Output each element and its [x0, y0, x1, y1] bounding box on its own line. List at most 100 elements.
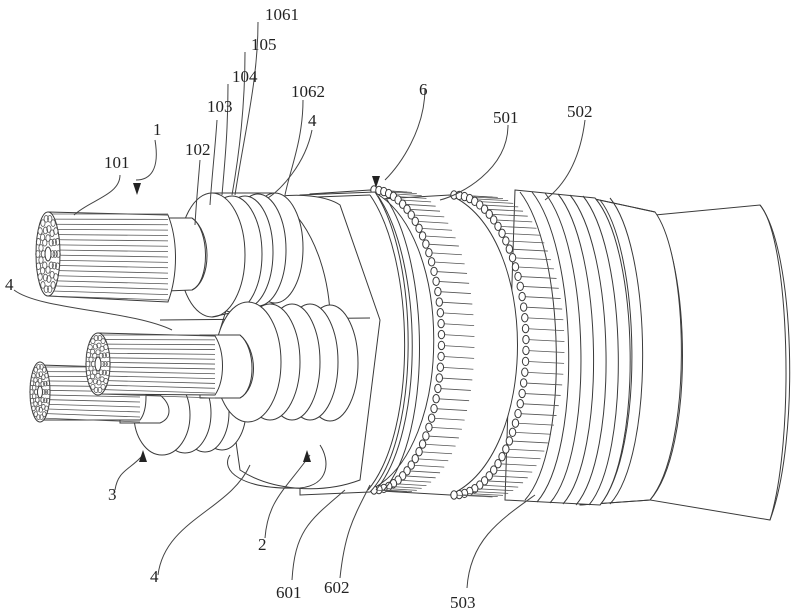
core-1-strand: [47, 223, 169, 226]
core-2-strand-end: [96, 379, 102, 386]
armor-601-wire: [407, 208, 441, 212]
armor-601-wire-end: [434, 383, 442, 394]
core-2-strand: [97, 343, 216, 346]
core-1-strand-end: [43, 285, 49, 293]
core-3-strand-end: [40, 381, 45, 387]
armor-602-wire-end: [516, 281, 524, 292]
armor-602-wire-end: [519, 302, 528, 312]
core-2-strand-end: [92, 343, 99, 350]
armor-602-wire-end: [518, 291, 526, 302]
armor-601-wire-end: [422, 239, 430, 249]
armor-602-wire: [509, 440, 548, 444]
armor-602-wire: [505, 240, 545, 244]
armor-602-wire: [497, 225, 537, 229]
armor-601-wire-end: [425, 422, 433, 432]
core-2-strand-end: [88, 356, 94, 363]
armor-601-wire-end: [436, 308, 445, 318]
core-3-strand-end: [43, 397, 48, 404]
armor-601-wire-end: [403, 204, 411, 214]
core-1-strand-end: [43, 215, 49, 223]
core-2-strand-end: [95, 349, 101, 356]
armor-601-wire-end: [407, 460, 415, 470]
armor-602-wire-end: [519, 378, 528, 388]
core-3-strand: [39, 412, 141, 418]
armor-601-wire-end: [430, 266, 438, 277]
armor-602-wire: [493, 219, 533, 223]
core-3-strand-end: [46, 389, 51, 395]
armor-602-wire: [474, 488, 514, 492]
label-3: 3: [108, 485, 117, 504]
core-1-strand-end: [38, 244, 44, 252]
core-2-strand-end: [87, 344, 93, 350]
armor-602-wire: [525, 339, 565, 342]
armor-602-wire-end: [521, 367, 529, 377]
armor-601-wire-end: [422, 431, 430, 441]
label-1061: 1061: [265, 5, 299, 24]
core-1-strand: [47, 264, 169, 269]
label-601: 601: [276, 583, 302, 602]
armor-601-wire: [415, 458, 449, 462]
label-102: 102: [185, 140, 211, 159]
core-2-strand-end: [101, 352, 107, 359]
core-2-strand-end: [92, 352, 98, 359]
core-2-strand-end: [95, 372, 101, 379]
core-3-strand-end: [31, 393, 37, 400]
core-1-strand: [47, 275, 169, 279]
core-2-strand: [97, 389, 216, 394]
armor-601-wire: [398, 479, 432, 483]
arrow-6-icon: [372, 176, 380, 188]
armor-602-wire-end: [508, 427, 517, 437]
core-1-strand-end: [45, 234, 51, 242]
armor-602-wire: [464, 493, 504, 496]
core-2-strand: [97, 357, 216, 360]
armor-601-wire-end: [418, 231, 427, 241]
arrow-icons: [133, 176, 380, 462]
armor-601-wire-end: [415, 223, 423, 233]
label-602: 602: [324, 578, 350, 597]
core-3-strand-end: [42, 367, 47, 373]
armor-602-wire: [484, 480, 524, 484]
armor-602-wire: [469, 491, 509, 494]
core-2-strand-end: [98, 352, 104, 359]
armor-601-wire: [402, 475, 436, 479]
armor-602-wire-end: [505, 244, 514, 254]
core-2-strand-end: [99, 376, 105, 383]
armor-601-wire: [411, 464, 445, 468]
armor-601-wire: [383, 488, 417, 491]
core-3-strand-end: [36, 414, 41, 420]
core-1-strand-end: [46, 225, 52, 233]
armor-601-wire: [441, 334, 475, 337]
armor-601-wire: [434, 271, 468, 274]
armor-601-wire-end: [432, 393, 440, 404]
armor-601-wire-end: [437, 340, 446, 351]
core-3-strand: [39, 399, 141, 403]
core-3-strand: [39, 394, 141, 398]
label-503: 503: [450, 593, 476, 612]
core-3-strand-end: [31, 384, 37, 391]
armor-601-wire-end: [427, 413, 436, 423]
core-1-strand: [47, 244, 169, 247]
armor-602-wire: [523, 382, 563, 386]
armor-601-wire: [373, 489, 408, 493]
armor-602-wire-end: [522, 345, 530, 356]
armor-602-wire: [518, 276, 557, 279]
core-2-strand-end: [97, 387, 103, 393]
armor-601-wire: [441, 345, 475, 348]
armor-602-wire: [524, 371, 564, 375]
armor-601-wire: [419, 227, 453, 231]
armor-601-wire: [422, 235, 456, 239]
armor-601-wire-end: [411, 454, 419, 464]
core-2-strand-end: [98, 369, 104, 376]
armor-601-wire-end: [437, 351, 445, 362]
armor-601-wire: [428, 252, 462, 256]
core-2-strand: [97, 348, 216, 350]
armor-602-wire-end: [490, 215, 498, 225]
armor-602-wire-end: [511, 262, 520, 272]
armor-602-wire-end: [521, 323, 530, 334]
armor-601-wire: [436, 280, 470, 284]
core-3-strand-end: [39, 414, 44, 420]
armor-601-wire: [440, 366, 474, 370]
armor-601-wire: [437, 291, 471, 294]
armor-601-wire-end: [432, 276, 440, 287]
core-3-strand-end: [41, 404, 46, 410]
